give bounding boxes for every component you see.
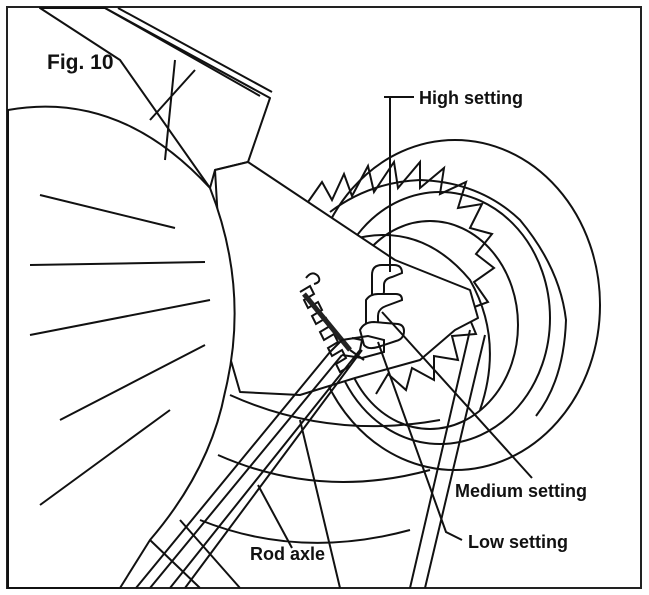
leader-low	[377, 341, 463, 541]
leader-high	[384, 96, 414, 272]
leader-rod-axle	[257, 484, 293, 549]
wheel-tread	[307, 159, 496, 395]
label-low-setting: Low setting	[468, 532, 568, 552]
height-slots	[358, 264, 406, 350]
label-high-setting: High setting	[419, 88, 523, 108]
height-adjust-plate	[214, 161, 479, 396]
figure-title: Fig. 10	[47, 51, 114, 74]
rod-axle-parts	[135, 334, 385, 589]
mower-deck	[7, 7, 486, 589]
deck-vent-lines	[29, 59, 211, 506]
label-rod-axle: Rod axle	[250, 544, 325, 564]
label-medium-setting: Medium setting	[455, 481, 587, 501]
deck-front-housing	[7, 105, 236, 589]
deck-top-edge	[104, 7, 273, 97]
deck-lower-skirt	[199, 394, 441, 544]
spring-hook	[305, 272, 321, 285]
slot-low	[358, 320, 406, 350]
spring-coils	[299, 284, 351, 374]
rod-axle-lower	[135, 351, 343, 589]
callout-leaders	[257, 96, 533, 549]
rod-axle-upper	[169, 337, 364, 589]
wheel-tread-inner	[329, 178, 568, 417]
rod-axle-crank	[329, 334, 385, 360]
leader-medium	[381, 311, 533, 479]
